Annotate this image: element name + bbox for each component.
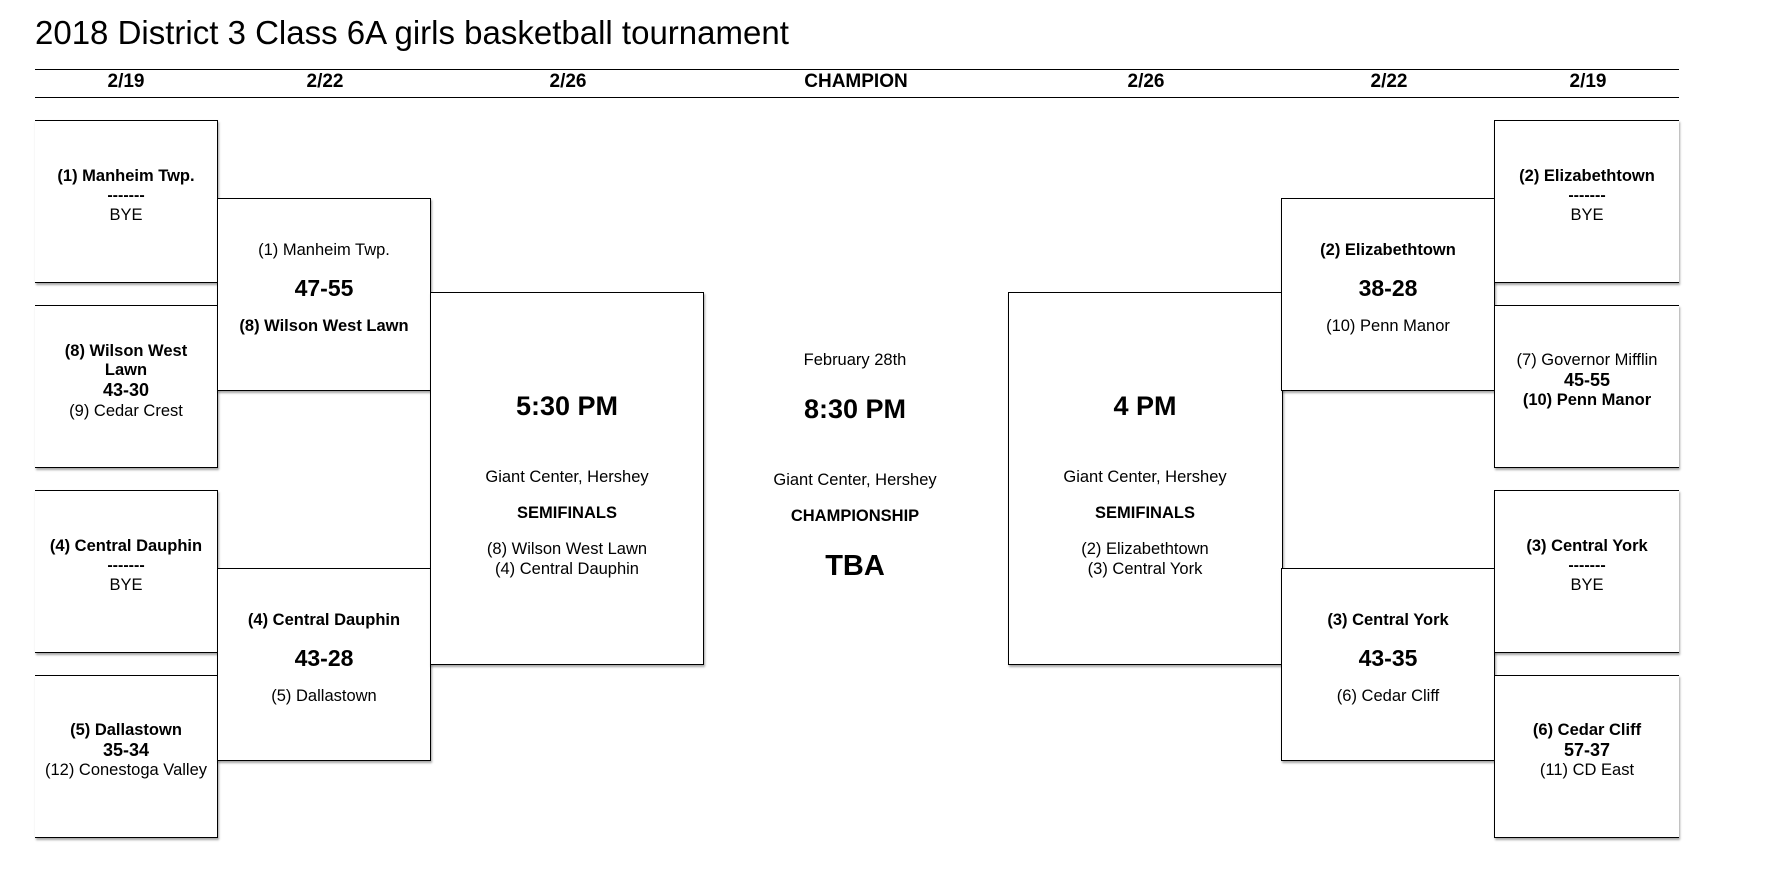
left-r1-4-top-team: (5) Dallastown — [70, 721, 182, 739]
right-r1-2-bottom-team: (10) Penn Manor — [1522, 391, 1652, 409]
left-r1-3-divider: ------- — [107, 557, 145, 574]
left-r1-match-2 — [35, 305, 218, 468]
header-right-semifinal: 2/26 — [1127, 71, 1165, 92]
left-r1-2-score: 43-30 — [102, 380, 150, 400]
header-left-round1: 2/19 — [107, 71, 145, 92]
header-right-quarterfinal: 2/22 — [1370, 71, 1408, 92]
header-right-round1: 2/19 — [1569, 71, 1607, 92]
left-r1-3-top-team: (4) Central Dauphin — [49, 537, 203, 555]
left-r1-2-bottom-team: (9) Cedar Crest — [69, 402, 183, 420]
champion-venue: Giant Center, Hershey — [773, 471, 937, 489]
left-sf-venue: Giant Center, Hershey — [485, 468, 649, 486]
left-r1-match-1 — [35, 120, 218, 283]
right-r1-3-divider: ------- — [1568, 557, 1606, 574]
right-qf-1-score: 38-28 — [1358, 275, 1418, 301]
right-r1-1-top-team: (2) Elizabethtown — [1519, 167, 1655, 185]
header-left-quarterfinal: 2/22 — [306, 71, 344, 92]
left-sf-team-1: (8) Wilson West Lawn — [486, 540, 648, 558]
champion-time: 8:30 PM — [803, 394, 907, 424]
right-r1-1-bottom-team: BYE — [1570, 206, 1604, 224]
champion-date: February 28th — [803, 351, 907, 369]
right-r1-match-4 — [1494, 675, 1679, 838]
right-r1-4-score: 57-37 — [1563, 740, 1611, 760]
left-sf-time: 5:30 PM — [515, 391, 619, 421]
page-title: 2018 District 3 Class 6A girls basketbal… — [35, 14, 789, 51]
left-qf-2-bottom-team: (5) Dallastown — [271, 687, 377, 705]
left-r1-3-bottom-team: BYE — [109, 576, 143, 594]
left-qf-1-top-team: (1) Manheim Twp. — [258, 241, 390, 259]
right-r1-2-top-team: (7) Governor Mifflin — [1516, 351, 1658, 369]
right-r1-match-2 — [1494, 305, 1679, 468]
right-qf-2-bottom-team: (6) Cedar Cliff — [1336, 687, 1440, 705]
right-r1-3-top-team: (3) Central York — [1526, 537, 1648, 555]
right-r1-3-bottom-team: BYE — [1570, 576, 1604, 594]
left-sf-team-2: (4) Central Dauphin — [495, 560, 639, 578]
right-sf-round: SEMIFINALS — [1095, 504, 1195, 522]
right-qf-2-top-team: (3) Central York — [1327, 611, 1449, 629]
right-sf-team-2: (3) Central York — [1087, 560, 1203, 578]
right-qf-2-score: 43-35 — [1358, 645, 1418, 671]
right-qf-match-1 — [1281, 198, 1495, 391]
right-qf-match-2 — [1281, 568, 1495, 761]
right-r1-4-bottom-team: (11) CD East — [1539, 761, 1635, 779]
right-r1-1-divider: ------- — [1568, 187, 1606, 204]
right-qf-1-bottom-team: (10) Penn Manor — [1326, 317, 1450, 335]
left-qf-1-score: 47-55 — [294, 275, 354, 301]
champion-winner: TBA — [825, 550, 885, 582]
right-sf-time: 4 PM — [1113, 391, 1177, 421]
left-qf-match-2 — [217, 568, 431, 761]
left-r1-2-top-team: (8) Wilson West Lawn — [64, 342, 188, 379]
header-top-rule — [35, 69, 1679, 70]
right-qf-1-top-team: (2) Elizabethtown — [1320, 241, 1456, 259]
right-sf-match — [1008, 292, 1283, 665]
left-r1-match-4 — [35, 675, 218, 838]
left-sf-match — [430, 292, 704, 665]
left-qf-2-score: 43-28 — [294, 645, 354, 671]
left-qf-match-1 — [217, 198, 431, 391]
left-qf-2-top-team: (4) Central Dauphin — [247, 611, 401, 629]
left-r1-1-divider: ------- — [107, 187, 145, 204]
left-qf-1-bottom-team: (8) Wilson West Lawn — [239, 317, 409, 335]
left-sf-round: SEMIFINALS — [517, 504, 617, 522]
header-champion: CHAMPION — [804, 71, 908, 92]
left-r1-match-3 — [35, 490, 218, 653]
left-r1-4-score: 35-34 — [102, 740, 150, 760]
left-r1-4-bottom-team: (12) Conestoga Valley — [44, 761, 208, 779]
right-r1-match-1 — [1494, 120, 1679, 283]
right-r1-match-3 — [1494, 490, 1679, 653]
right-r1-4-top-team: (6) Cedar Cliff — [1532, 721, 1642, 739]
right-sf-team-1: (2) Elizabethtown — [1081, 540, 1209, 558]
champion-round: CHAMPIONSHIP — [790, 507, 920, 525]
right-r1-2-score: 45-55 — [1563, 370, 1611, 390]
right-sf-venue: Giant Center, Hershey — [1063, 468, 1227, 486]
left-r1-1-top-team: (1) Manheim Twp. — [57, 167, 195, 185]
header-left-semifinal: 2/26 — [549, 71, 587, 92]
left-r1-1-bottom-team: BYE — [109, 206, 143, 224]
header-bottom-rule — [35, 97, 1679, 98]
